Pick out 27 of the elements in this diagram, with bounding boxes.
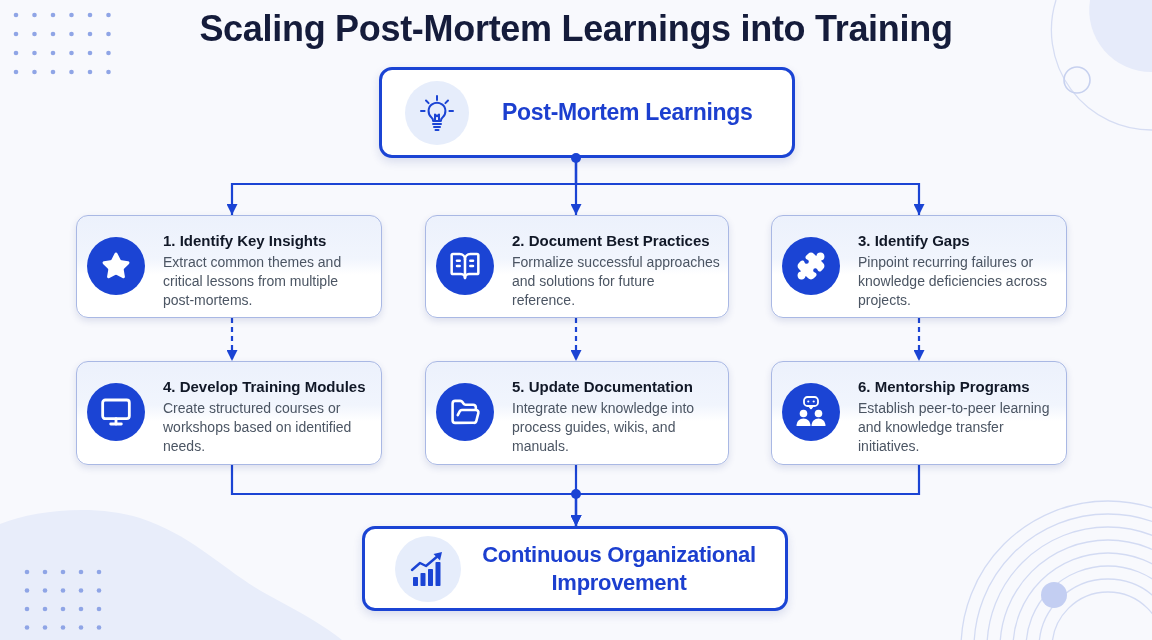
arrow: [570, 465, 921, 526]
dashed-arrow: [913, 318, 925, 361]
step-title: 4. Develop Training Modules: [163, 377, 367, 396]
dashed-arrow: [226, 318, 238, 361]
diagram-title: Scaling Post-Mortem Learnings into Training: [199, 8, 953, 50]
step-card: [76, 361, 382, 465]
source-box: [379, 67, 795, 158]
step-description: Establish peer-to-peer learning and knowledge transfer initiatives.: [858, 399, 1051, 456]
box-title: Post-Mortem Learnings: [502, 99, 753, 126]
step-card: [425, 215, 729, 318]
step-card: [76, 215, 382, 318]
step-description: Integrate new knowledge into process guides, wikis, and manuals.: [512, 399, 696, 456]
step-description: Create structured courses or workshops based on identified needs.: [163, 399, 353, 456]
outcome-box: [362, 526, 788, 611]
step-description: Pinpoint recurring failures or knowledge deficiencies across projects.: [858, 253, 1049, 310]
step-title: 1. Identify Key Insights: [163, 231, 328, 250]
step-card: [425, 361, 729, 465]
step-title: 5. Update Documentation: [512, 377, 694, 396]
step-title: 3. Identify Gaps: [858, 231, 971, 250]
dashed-arrow: [570, 318, 582, 361]
step-card: [771, 361, 1067, 465]
box-title: Continuous Organizational Improvement: [481, 540, 757, 597]
step-description: Extract common themes and critical lessons from multiple post-mortems.: [163, 253, 343, 310]
step-card: [771, 215, 1067, 318]
step-title: 6. Mentorship Programs: [858, 377, 1031, 396]
step-description: Formalize successful approaches and solutions for future reference.: [512, 253, 720, 310]
step-title: 2. Document Best Practices: [512, 231, 711, 250]
